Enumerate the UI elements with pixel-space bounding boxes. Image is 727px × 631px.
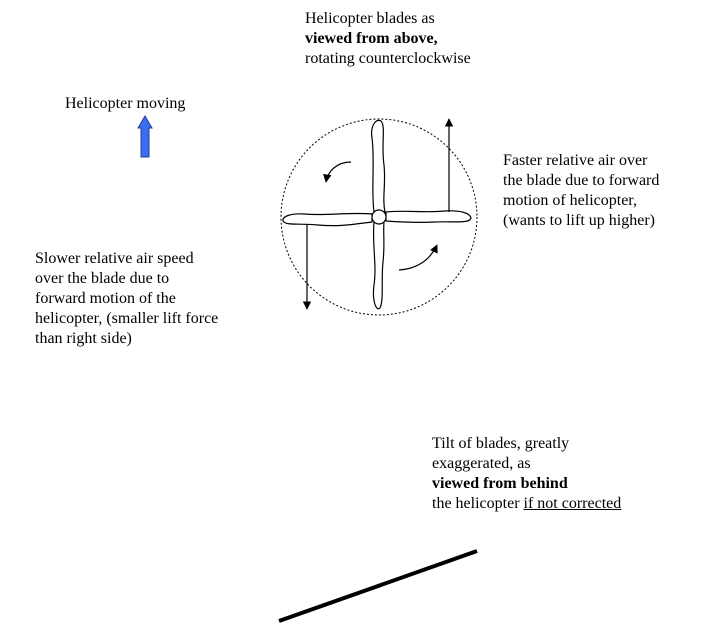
right-caption-line1: Faster relative air over [503, 152, 648, 169]
bottom-caption-line1: Tilt of blades, greatly [432, 435, 570, 452]
right-caption-line3: motion of helicopter, [503, 192, 637, 209]
left-caption-line2: over the blade due to [35, 270, 170, 287]
rotor-disk-circle [280, 118, 478, 316]
rotor-blade-left [282, 212, 373, 227]
bottom-caption: Tilt of blades, greatly exaggerated, as … [432, 434, 621, 514]
right-caption-line2: the blade due to forward [503, 172, 660, 189]
bottom-caption-line4: the helicopter if not corrected [432, 494, 621, 514]
rotor-hub [371, 209, 387, 225]
right-caption: Faster relative air over the blade due t… [503, 151, 659, 231]
left-caption: Slower relative air speed over the blade… [35, 249, 218, 349]
moving-label: Helicopter moving [65, 95, 186, 112]
up-arrow-icon [137, 115, 153, 158]
bottom-caption-line4-prefix: the helicopter [432, 495, 524, 512]
left-caption-line3: forward motion of the [35, 290, 176, 307]
rotor-blade-top [371, 119, 386, 213]
bottom-caption-line4-underlined: if not corrected [523, 495, 622, 512]
right-caption-line4: (wants to lift up higher) [503, 212, 655, 229]
bottom-caption-line3: viewed from behind [432, 475, 568, 492]
left-caption-line4: helicopter, (smaller lift force [35, 310, 219, 327]
rotation-arrow-icon-lower-right [398, 244, 438, 271]
top-caption-line1: Helicopter blades as [305, 10, 435, 27]
left-caption-line1: Slower relative air speed [35, 250, 194, 267]
left-caption-line5: than right side) [35, 330, 132, 347]
top-caption-line3: rotating counterclockwise [305, 50, 471, 67]
bottom-caption-line2: exaggerated, as [432, 455, 531, 472]
top-caption: Helicopter blades as viewed from above, … [305, 9, 471, 69]
rotor-blade-right [385, 210, 472, 224]
top-caption-line2: viewed from above, [305, 30, 438, 47]
rotation-arrow-icon-upper-left [323, 161, 352, 183]
tilted-blade-line [278, 549, 478, 623]
rotor-blades [282, 119, 472, 310]
rotor-blade-bottom [372, 221, 385, 310]
